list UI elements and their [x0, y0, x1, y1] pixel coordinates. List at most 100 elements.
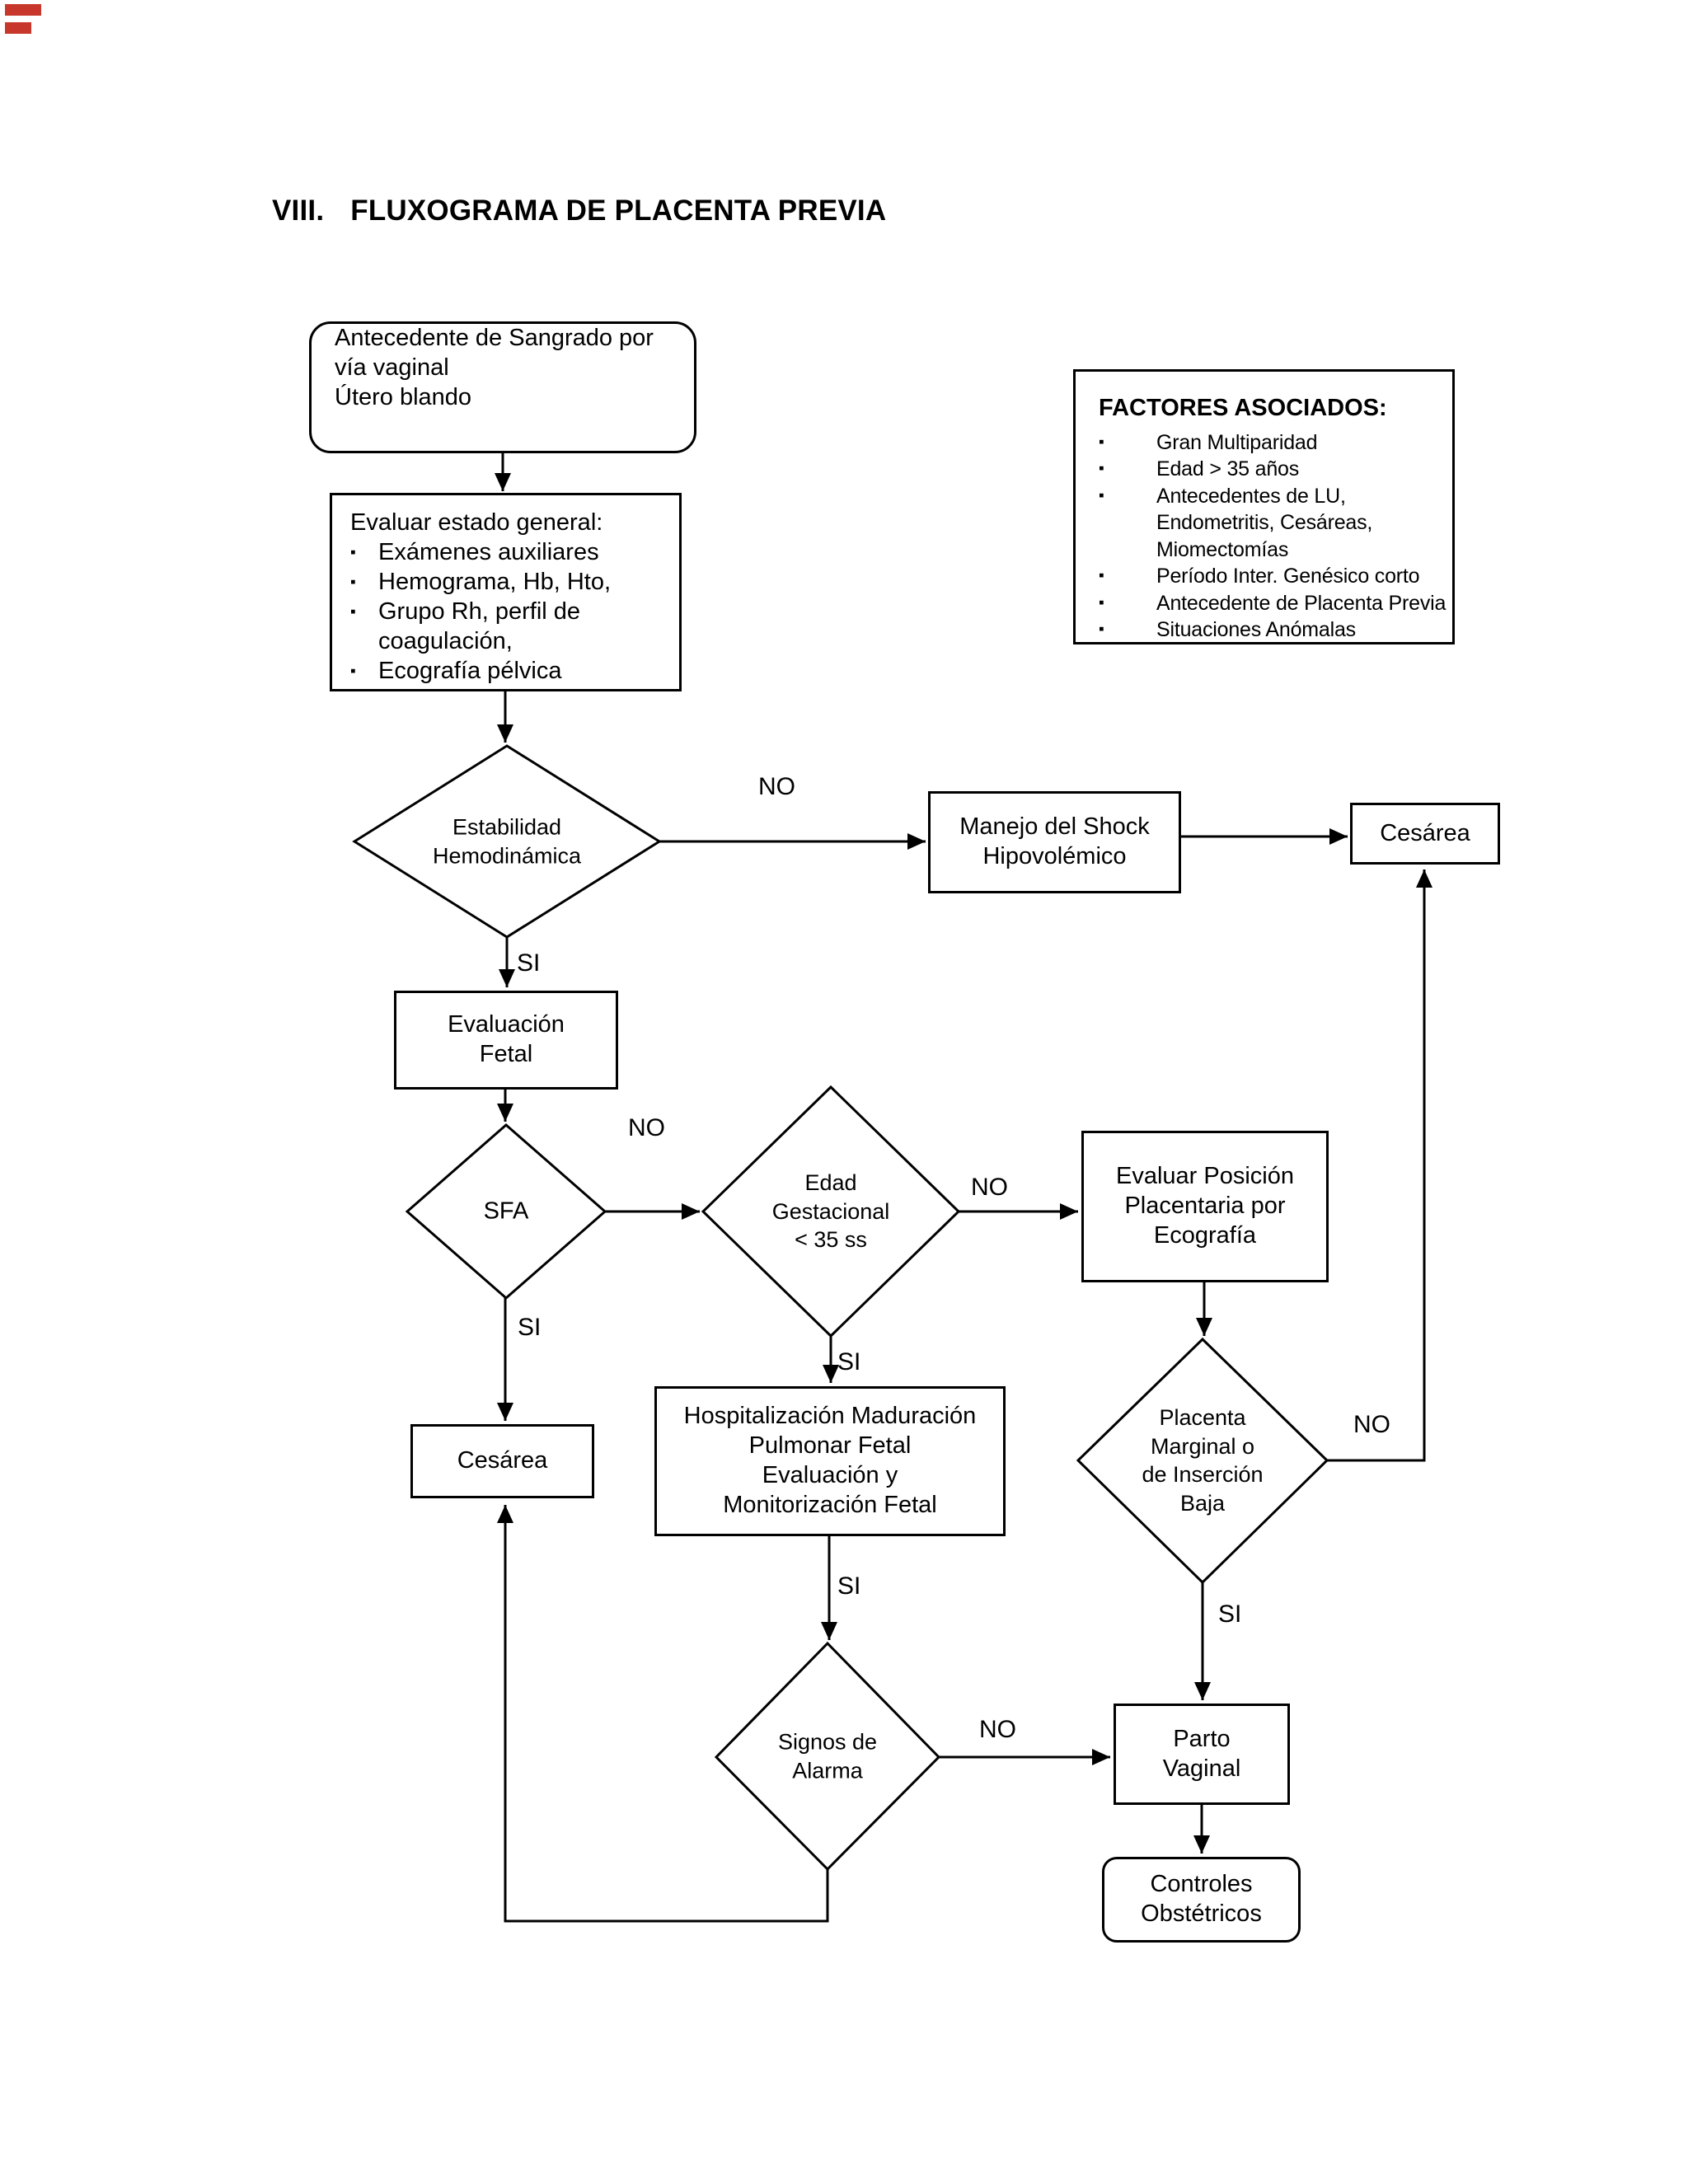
edad-gestacional-diamond: [701, 1085, 961, 1338]
estabilidad-diamond-text: Estabilidad Hemodinámica: [433, 813, 581, 869]
title-text: FLUXOGRAMA DE PLACENTA PREVIA: [350, 194, 887, 227]
bullet-icon: ▪: [1099, 486, 1104, 504]
signos-alarma-diamond: [714, 1641, 941, 1872]
node-text-line: Edad: [804, 1170, 857, 1196]
edge-label-sfa-no: NO: [628, 1114, 665, 1141]
node-text-line: Placentaria por: [1124, 1193, 1286, 1220]
node-text-line: Gestacional: [771, 1198, 890, 1224]
bullet-text: Gran Multiparidad: [1156, 430, 1318, 454]
node-text-line: Ecografía: [1153, 1221, 1257, 1249]
node-factores-asociados: FACTORES ASOCIADOS: ▪ Gran Multiparidad …: [1073, 369, 1455, 644]
node-title: FACTORES ASOCIADOS:: [1099, 395, 1387, 421]
bullet-row: ▪ Hemograma, Hb, Hto,: [350, 568, 659, 598]
node-text-line: Estabilidad: [452, 814, 562, 840]
bullet-icon: ▪: [1099, 433, 1104, 451]
bullet-icon: ▪: [1099, 593, 1104, 612]
node-text-line: Antecedente de Sangrado por: [335, 325, 654, 351]
node-text-line: Hospitalización Maduración: [683, 1403, 977, 1430]
node-text-line: Útero blando: [335, 383, 472, 410]
sfa-diamond: [405, 1123, 607, 1300]
bullet-icon: ▪: [350, 662, 356, 680]
placenta-marginal-diamond-text: Placenta Marginal o de Inserción Baja: [1142, 1404, 1263, 1517]
node-text-line: Fetal: [479, 1041, 533, 1067]
bullet-text: Exámenes auxiliares: [378, 538, 599, 565]
node-text-line: SFA: [483, 1197, 529, 1225]
bullet-icon: ▪: [350, 543, 356, 561]
edge-label-placenta-no: NO: [1353, 1411, 1390, 1438]
node-title: Evaluar estado general:: [350, 509, 603, 536]
node-text-line: Cesárea: [457, 1447, 548, 1474]
node-text-line: Parto: [1173, 1725, 1231, 1752]
node-text-line: Placenta: [1159, 1404, 1246, 1430]
node-text-line: Signos de: [777, 1729, 878, 1755]
bullet-text: Hemograma, Hb, Hto,: [378, 568, 612, 595]
bullet-row: ▪ Grupo Rh, perfil de coagulación,: [350, 598, 659, 657]
node-text-line: Baja: [1179, 1490, 1226, 1516]
page-title: VIII. FLUXOGRAMA DE PLACENTA PREVIA: [272, 194, 886, 227]
bullet-text: Edad > 35 años: [1156, 457, 1300, 481]
node-text-line: Monitorización Fetal: [723, 1491, 937, 1518]
node-text-line: Cesárea: [1380, 819, 1470, 846]
node-text-line: de Inserción: [1142, 1462, 1264, 1487]
node-text-line: Controles: [1150, 1871, 1253, 1898]
node-text-line: Manejo del Shock: [959, 813, 1150, 841]
node-cesarea-left: Cesárea: [410, 1424, 594, 1498]
node-text-line: Vaginal: [1162, 1755, 1241, 1782]
node-text-line: Evaluar Posición: [1116, 1163, 1294, 1190]
bullet-text: Antecedente de Placenta Previa: [1156, 591, 1447, 615]
node-cesarea-top: Cesárea: [1350, 803, 1500, 865]
node-evaluar-estado: Evaluar estado general: ▪ Exámenes auxil…: [330, 493, 682, 691]
node-hospitalizacion: Hospitalización Maduración Pulmonar Feta…: [654, 1386, 1006, 1536]
bullet-row: ▪ Ecografía pélvica: [350, 657, 659, 687]
node-text-line: Hipovolémico: [982, 843, 1127, 869]
bullet-icon: ▪: [1099, 621, 1104, 639]
edad-gestacional-diamond-text: Edad Gestacional < 35 ss: [772, 1169, 890, 1254]
node-text-line: Evaluación: [448, 1011, 565, 1038]
edge-label-sfa-si: SI: [518, 1314, 542, 1341]
bullet-icon: ▪: [350, 602, 356, 621]
bullet-row: ▪ Edad > 35 años: [1099, 456, 1463, 483]
bullet-icon: ▪: [350, 573, 356, 591]
node-evaluacion-fetal: Evaluación Fetal: [394, 991, 618, 1090]
bullet-row: ▪ Antecedentes de LU, Endometritis, Cesá…: [1099, 483, 1463, 564]
node-parto-vaginal: Parto Vaginal: [1114, 1704, 1290, 1805]
edge-label-estabilidad-no: NO: [758, 773, 795, 800]
bullet-icon: ▪: [1099, 567, 1104, 585]
node-text-line: Obstétricos: [1141, 1900, 1262, 1927]
edge-label-hospitalizacion-si: SI: [837, 1572, 861, 1600]
edge-label-signos-no: NO: [979, 1716, 1016, 1743]
red-corner-mark: [5, 4, 41, 16]
estabilidad-diamond: [352, 744, 662, 939]
edge-label-placenta-si: SI: [1218, 1601, 1242, 1628]
node-text-line: vía vaginal: [335, 354, 449, 381]
bullet-row: ▪ Situaciones Anómalas: [1099, 616, 1463, 644]
placenta-marginal-diamond: [1076, 1337, 1329, 1585]
node-manejo-shock: Manejo del Shock Hipovolémico: [928, 791, 1181, 893]
node-antecedente-sangrado: Antecedente de Sangrado por vía vaginal …: [309, 321, 696, 453]
edge-label-edad-no: NO: [971, 1174, 1008, 1201]
bullet-icon: ▪: [1099, 460, 1104, 478]
bullet-row: ▪ Exámenes auxiliares: [350, 538, 659, 568]
bullet-row: ▪ Período Inter. Genésico corto: [1099, 563, 1463, 590]
bullet-text: Ecografía pélvica: [378, 657, 562, 684]
node-evaluar-posicion: Evaluar Posición Placentaria por Ecograf…: [1081, 1131, 1329, 1282]
red-corner-mark: [5, 22, 31, 34]
bullet-row: ▪ Antecedente de Placenta Previa: [1099, 590, 1463, 617]
node-text-line: Alarma: [792, 1758, 863, 1783]
edge-label-estabilidad-si: SI: [517, 949, 541, 977]
edge-label-edad-si: SI: [837, 1348, 861, 1376]
bullet-text: Situaciones Anómalas: [1156, 618, 1356, 642]
node-text-line: < 35 ss: [795, 1227, 867, 1253]
node-text-line: Marginal o: [1150, 1433, 1255, 1459]
node-text-line: Pulmonar Fetal: [748, 1432, 912, 1460]
node-text-line: Hemodinámica: [432, 843, 582, 868]
node-controles-obstetricos: Controles Obstétricos: [1102, 1857, 1301, 1943]
node-text-line: Evaluación y: [762, 1462, 898, 1488]
signos-alarma-diamond-text: Signos de Alarma: [778, 1727, 877, 1784]
bullet-text: Antecedentes de LU, Endometritis, Cesáre…: [1156, 484, 1373, 561]
bullet-text: Período Inter. Genésico corto: [1156, 565, 1420, 588]
bullet-text: Grupo Rh, perfil de coagulación,: [378, 598, 581, 654]
bullet-row: ▪ Gran Multiparidad: [1099, 429, 1463, 457]
